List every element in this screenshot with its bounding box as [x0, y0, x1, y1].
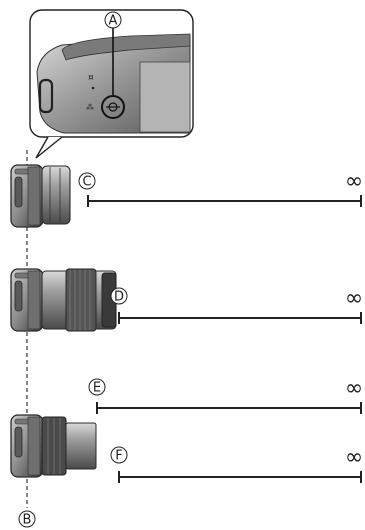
inset-dot [91, 86, 95, 90]
callout-f-circle [110, 446, 128, 464]
callout-f-label: F [115, 449, 122, 464]
callout-c-label: C [82, 175, 91, 190]
camera-body-icon [10, 268, 44, 332]
lens-icon [41, 165, 71, 225]
inset-closeup: ¤ ⁂ A [29, 9, 194, 159]
callout-e-circle [88, 378, 106, 396]
lens-icon [41, 268, 117, 332]
range-c-infinity-label: ∞ [345, 169, 363, 194]
inset-panel [139, 61, 191, 133]
inset-dial [61, 33, 191, 61]
range-e-infinity-label: ∞ [345, 376, 363, 401]
camera-ef [10, 414, 97, 478]
camera-body-icon [10, 164, 44, 228]
callout-b-label: B [23, 513, 32, 528]
lens-icon [41, 416, 97, 476]
range-d-infinity-label: ∞ [345, 286, 363, 311]
camera-c [10, 164, 71, 228]
inset-pointer [35, 136, 63, 159]
callout-d-label: D [114, 290, 124, 305]
callout-e-label: E [93, 381, 101, 396]
callout-b-circle [18, 510, 36, 528]
callout-c-circle [78, 172, 96, 190]
inset-speaker-glyph: ⁂ [86, 102, 94, 112]
range-f-infinity-label: ∞ [345, 445, 363, 470]
callout-d-circle [110, 287, 128, 305]
callout-a-circle [104, 11, 122, 29]
callout-a-label: A [109, 14, 118, 29]
focus-ranges: C ∞ D ∞ E ∞ F ∞ [78, 169, 363, 483]
camera-d [10, 268, 117, 332]
inset-strap-lug [38, 78, 54, 114]
inset-glyph-top: ¤ [88, 73, 94, 83]
camera-body-icon [10, 414, 44, 478]
